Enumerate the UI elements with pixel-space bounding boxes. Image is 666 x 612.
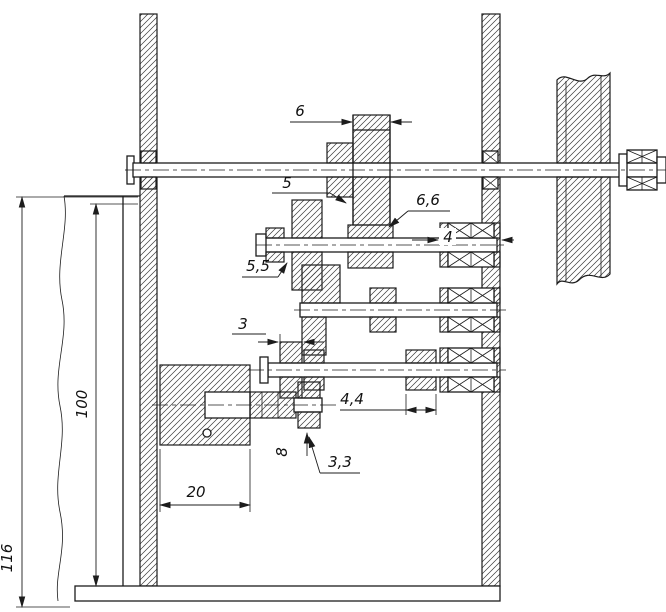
dimension-4: 4 bbox=[412, 228, 514, 246]
bearing-shaft-4 bbox=[439, 347, 501, 393]
break-line bbox=[56, 195, 66, 602]
right-wall-bearing bbox=[482, 150, 499, 190]
dimension-5: 5 bbox=[272, 174, 347, 204]
centerlines bbox=[125, 169, 666, 406]
dimension-8: 8 bbox=[273, 432, 311, 457]
gear-small-shaft-3 bbox=[369, 287, 397, 333]
dim-label-5: 5 bbox=[282, 174, 292, 192]
dimension-116: 116 bbox=[0, 196, 138, 608]
bearing-shaft-2 bbox=[439, 222, 501, 268]
dim-label-3: 3 bbox=[238, 315, 248, 333]
gear-top bbox=[352, 114, 391, 226]
dim-label-116: 116 bbox=[0, 544, 16, 573]
dimension-5-5: 5,5 bbox=[242, 257, 288, 278]
dim-label-20: 20 bbox=[186, 483, 205, 501]
dimension-3: 3 bbox=[232, 315, 324, 346]
dim-label-8: 8 bbox=[273, 447, 291, 457]
base-plate bbox=[74, 585, 501, 602]
dim-label-4-4: 4,4 bbox=[340, 390, 364, 408]
dim-label-100: 100 bbox=[73, 390, 91, 419]
dim-label-5-5: 5,5 bbox=[246, 257, 270, 275]
bearing-shaft-3 bbox=[439, 287, 501, 333]
large-gear bbox=[556, 71, 611, 286]
dimension-20: 20 bbox=[159, 449, 251, 512]
dimension-3-3: 3,3 bbox=[308, 436, 360, 474]
gear-4-4 bbox=[405, 349, 437, 391]
dimension-100: 100 bbox=[73, 203, 138, 587]
dim-label-6: 6 bbox=[295, 102, 305, 120]
dim-label-4: 4 bbox=[443, 228, 453, 246]
dimension-6-6: 6,6 bbox=[388, 191, 450, 228]
dimension-6: 6 bbox=[290, 102, 412, 126]
gear-6-6 bbox=[347, 224, 394, 269]
dim-label-6-6: 6,6 bbox=[416, 191, 440, 209]
left-wall bbox=[64, 13, 158, 587]
dim-label-3-3: 3,3 bbox=[328, 453, 352, 471]
gear-cluster bbox=[301, 264, 341, 356]
dimension-4-4: 4,4 bbox=[340, 390, 437, 415]
